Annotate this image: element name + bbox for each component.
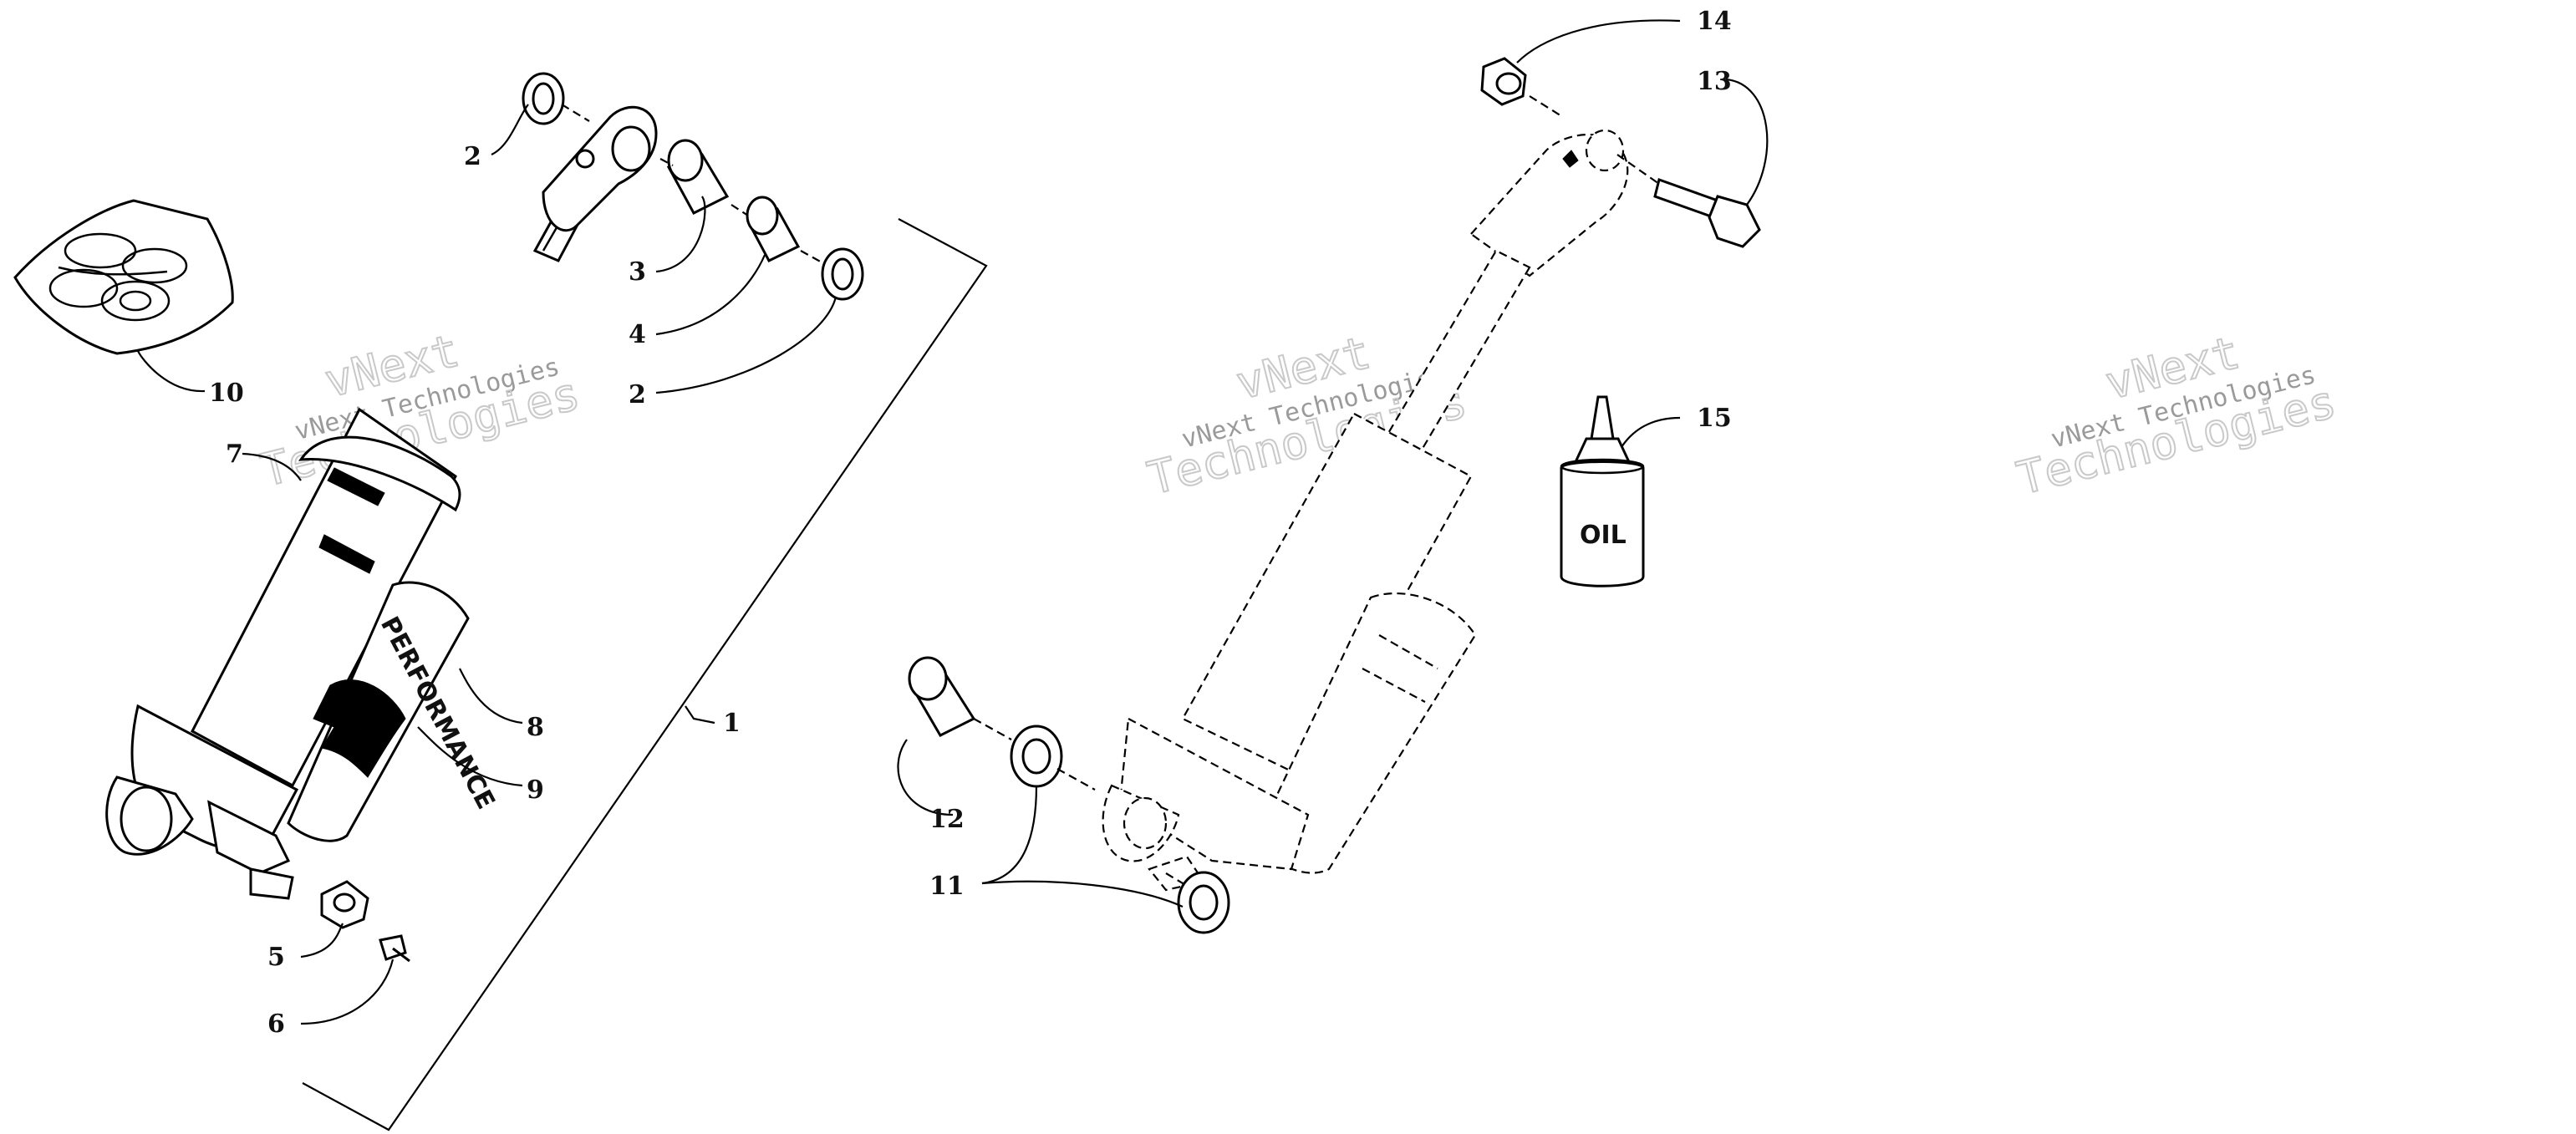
callout-14: 14 (1697, 7, 1732, 36)
assembly-line (1056, 768, 1096, 791)
nut-part (320, 880, 369, 929)
locknut-part (1480, 57, 1527, 106)
bolt-part (1653, 178, 1761, 248)
fox-logo-decal (313, 679, 406, 778)
watermark-right: vNext vNext Technologies Technologies (2011, 325, 2342, 506)
callout-3: 3 (629, 257, 646, 287)
shock-reference-outline (1102, 129, 1629, 892)
bushing-part (666, 139, 730, 215)
sleeve-part (1010, 725, 1063, 788)
screw-part (379, 934, 410, 963)
assembly-line (1616, 154, 1660, 185)
callout-7: 7 (226, 440, 243, 469)
callout-9: 9 (527, 775, 544, 805)
washer-part (821, 247, 864, 301)
assembly-line (973, 718, 1012, 740)
assembly-line (1165, 872, 1188, 887)
spacer-part (746, 196, 801, 262)
oil-bottle-label: OIL (1580, 521, 1627, 550)
assembly-bracket (302, 218, 988, 1131)
bushing-part (908, 656, 976, 737)
callout-1: 1 (723, 709, 741, 738)
assembly-line (561, 104, 590, 122)
leader-lines (137, 19, 1769, 1025)
washer-part (522, 72, 565, 125)
callout-11: 11 (929, 872, 965, 901)
callout-15: 15 (1697, 404, 1732, 433)
callout-10: 10 (209, 379, 244, 408)
callouts: 1 2 3 4 2 5 6 7 8 9 10 11 12 13 14 15 (209, 7, 1732, 1039)
assembly-line (1529, 95, 1564, 118)
callout-4: 4 (629, 320, 646, 349)
callout-2-top: 2 (464, 142, 481, 171)
grease-fitting-icon (1562, 150, 1579, 168)
callout-12: 12 (929, 805, 965, 834)
assembly-line (659, 158, 674, 166)
seal-kit-part (13, 199, 234, 355)
callout-5: 5 (267, 943, 285, 972)
callout-2-bottom: 2 (629, 380, 646, 409)
assembly-line (731, 204, 824, 264)
sleeve-part (1177, 871, 1230, 934)
shock-absorber-assembly: PERFORMANCE (105, 105, 658, 900)
callout-13: 13 (1697, 67, 1732, 96)
callout-6: 6 (267, 1009, 285, 1039)
oil-bottle-part (1560, 395, 1645, 587)
callout-8: 8 (527, 713, 544, 742)
